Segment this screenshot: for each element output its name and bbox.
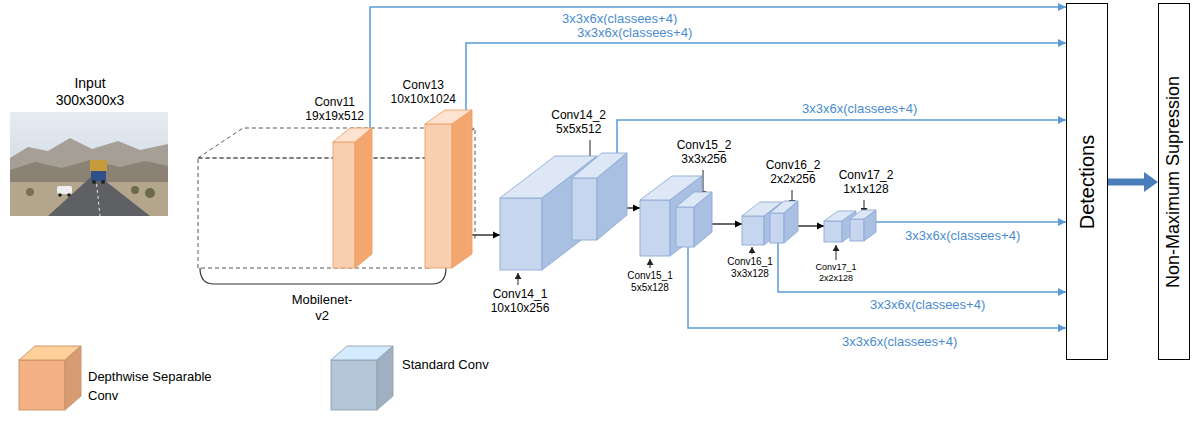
nms-box: Non-Maximum Supression: [1158, 3, 1190, 360]
photo-car: [57, 186, 72, 194]
leader-arrow: [650, 259, 651, 268]
layer-cuboid: [676, 192, 712, 247]
layer-label: Conv15_2 3x3x256: [677, 138, 732, 167]
cuboid-side: [597, 153, 627, 240]
cuboid-side: [694, 192, 712, 247]
photo-truck-load: [90, 160, 107, 171]
layer-label: Conv13 10x10x1024: [391, 78, 456, 107]
photo-car-wheel: [58, 193, 62, 197]
conv-layer: Conv15_2 3x3x256: [676, 192, 712, 247]
cuboid-front: [676, 207, 694, 247]
backbone-label: Mobilenet-v2: [292, 292, 353, 323]
cuboid-front: [824, 221, 842, 242]
leader-arrow: [752, 247, 753, 254]
output-shape-label: 3x3x6x(classees+4): [575, 25, 694, 41]
layer-label: Conv11 19x19x512: [305, 95, 364, 124]
layer-label: Conv16_2 2x2x256: [766, 158, 821, 187]
prediction-connector: [370, 7, 1066, 128]
flow-arrow: [627, 207, 640, 208]
layer-label: Conv14_1 10x10x256: [491, 287, 550, 316]
detections-label: Detections: [1075, 134, 1099, 229]
conv-layer: Conv16_2 2x2x256: [770, 201, 798, 243]
layer-label: Conv17_2 1x1x128: [839, 168, 894, 197]
output-shape-label: 3x3x6x(classees+4): [903, 228, 1022, 244]
layer-label: Conv15_1 5x5x128: [627, 270, 673, 294]
legend-swatch: [330, 345, 394, 411]
prediction-connector: [876, 221, 1066, 223]
cuboid-front: [19, 360, 65, 410]
prediction-connector: [778, 243, 1066, 292]
layer-cuboid: [770, 201, 798, 243]
photo-bush: [26, 188, 34, 196]
cuboid-side: [355, 128, 372, 268]
photo-road: [48, 176, 150, 216]
input-photo: [10, 112, 168, 216]
flow-arrow: [712, 223, 742, 224]
input-label: Input 300x300x3: [56, 75, 125, 109]
cuboid-front: [333, 142, 355, 268]
prediction-connector: [466, 43, 1066, 110]
input-image-frame: Input 300x300x3: [10, 112, 168, 216]
layer-cuboid: [572, 153, 627, 240]
cuboid-front: [198, 158, 430, 268]
backbone-bracket: [200, 268, 446, 284]
cuboid-side: [864, 210, 876, 241]
leader-arrow: [836, 245, 837, 260]
cuboid-side: [377, 346, 393, 410]
photo-truck-wheel: [92, 180, 96, 184]
cuboid-front: [742, 216, 764, 245]
cuboid-side: [784, 201, 798, 243]
output-shape-label: 3x3x6x(classees+4): [868, 297, 987, 313]
conv-layer: Conv14_2 5x5x512: [572, 153, 627, 240]
conv-layer: Conv17_2 1x1x128: [850, 210, 876, 241]
photo-truck-wheel: [101, 180, 105, 184]
output-shape-label: 3x3x6x(classees+4): [800, 101, 919, 117]
prediction-connector: [688, 247, 1066, 328]
layer-label: Conv14_2 5x5x512: [551, 108, 606, 137]
flow-arrow: [472, 234, 500, 235]
layer-cuboid: [333, 128, 372, 268]
legend-label: Depthwise Separable Conv: [88, 368, 216, 406]
cuboid-front: [850, 219, 864, 241]
depthwise-layer: Conv13 10x10x1024: [425, 110, 472, 268]
photo-road-marking: [96, 178, 100, 216]
detections-box: Detections: [1066, 3, 1108, 360]
cuboid-front: [770, 213, 784, 243]
backbone-group: Conv11 19x19x512Conv13 10x10x1024Mobilen…: [196, 76, 486, 324]
legend-swatch: [18, 345, 82, 411]
photo-car-wheel: [67, 193, 71, 197]
cuboid-front: [572, 178, 597, 240]
depthwise-layer: Conv11 19x19x512: [333, 128, 372, 268]
cuboid-side: [452, 110, 472, 268]
cuboid-front: [500, 198, 542, 270]
output-arrow: [1108, 179, 1148, 186]
legend-label: Standard Conv: [402, 356, 489, 375]
layer-cuboid: [850, 210, 876, 241]
layer-label: Conv17_1 2x2x128: [815, 262, 856, 284]
output-shape-label: 3x3x6x(classees+4): [840, 334, 959, 350]
cuboid-front: [425, 124, 452, 268]
flow-arrow: [798, 225, 824, 226]
cuboid-front: [331, 360, 377, 410]
layer-cuboid: [425, 110, 472, 268]
photo-bush: [145, 188, 155, 198]
leader-arrow: [518, 273, 519, 285]
photo-truck-cab: [91, 171, 106, 181]
photo-bush: [131, 186, 139, 194]
cuboid-side: [65, 346, 81, 410]
photo-sky: [10, 112, 168, 216]
nms-label: Non-Maximum Supression: [1163, 75, 1185, 287]
layer-label: Conv16_1 3x3x128: [727, 256, 773, 280]
cuboid-front: [640, 200, 670, 256]
